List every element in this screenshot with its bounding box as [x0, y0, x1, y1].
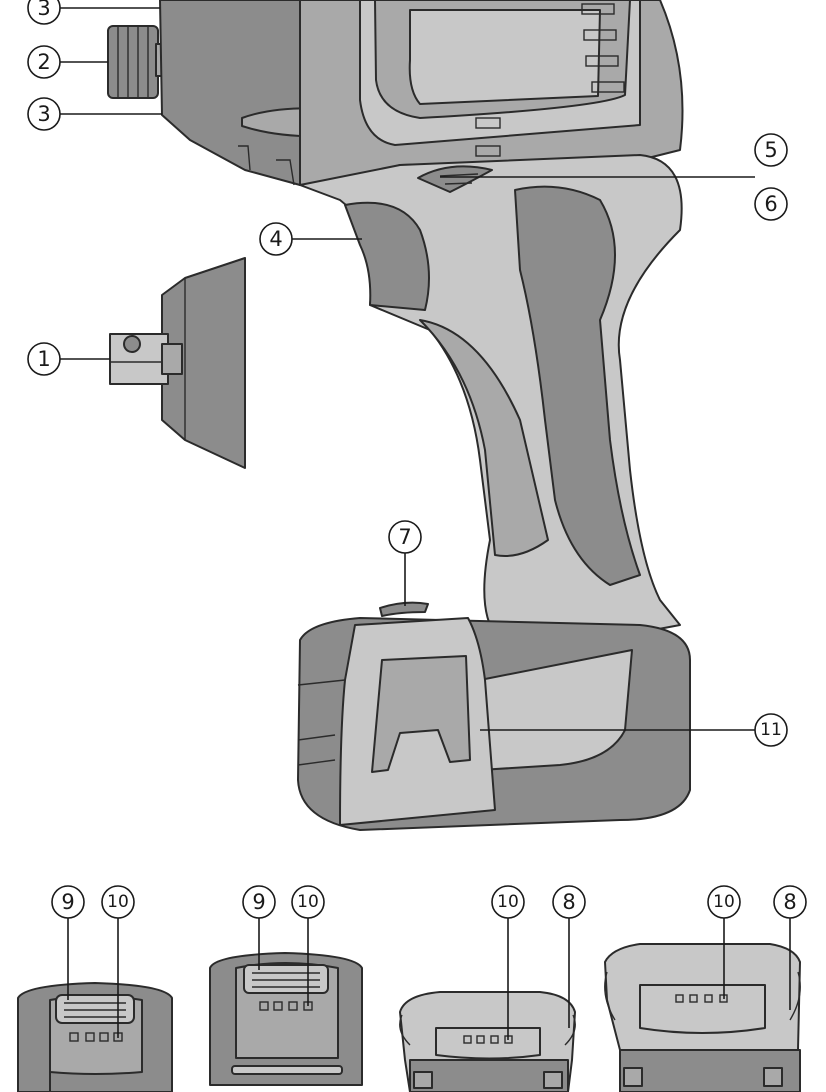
callout-9-battery-2: 9 — [242, 885, 276, 919]
grip-insert — [514, 185, 641, 586]
callout-2: 2 — [27, 45, 61, 79]
callout-3-top: 3 — [27, 0, 61, 25]
square-drive-head — [109, 257, 246, 469]
svg-text:3: 3 — [37, 0, 50, 20]
direction-switch — [417, 165, 493, 193]
cooling-vents — [475, 3, 625, 157]
svg-text:5: 5 — [764, 138, 777, 162]
callout-3-bottom: 3 — [27, 97, 61, 131]
svg-text:10: 10 — [297, 892, 319, 912]
svg-text:10: 10 — [497, 892, 519, 912]
svg-text:8: 8 — [783, 890, 796, 914]
svg-text:9: 9 — [61, 890, 74, 914]
callout-11: 11 — [754, 713, 788, 747]
callout-9-battery-1: 9 — [51, 885, 85, 919]
callout-8-battery-4: 8 — [773, 885, 807, 919]
svg-text:1: 1 — [37, 347, 50, 371]
svg-text:2: 2 — [37, 50, 50, 74]
callout-10-battery-4: 10 — [707, 885, 741, 919]
trigger — [344, 201, 430, 311]
leader-lines — [60, 7, 791, 1040]
callout-8-battery-3: 8 — [552, 885, 586, 919]
callout-10-battery-3: 10 — [491, 885, 525, 919]
callout-1: 1 — [27, 342, 61, 376]
svg-text:6: 6 — [764, 192, 777, 216]
callout-10-battery-2: 10 — [291, 885, 325, 919]
callout-5: 5 — [754, 133, 788, 167]
battery-variant-1 — [17, 982, 173, 1092]
svg-text:10: 10 — [713, 892, 735, 912]
svg-text:9: 9 — [252, 890, 265, 914]
svg-text:11: 11 — [760, 720, 782, 740]
svg-text:3: 3 — [37, 102, 50, 126]
battery-variant-2 — [209, 952, 363, 1086]
callout-10-battery-1: 10 — [101, 885, 135, 919]
battery-release-button — [379, 601, 429, 617]
svg-text:10: 10 — [107, 892, 129, 912]
svg-text:8: 8 — [562, 890, 575, 914]
svg-text:4: 4 — [269, 227, 282, 251]
svg-text:7: 7 — [398, 525, 411, 549]
battery-variant-4 — [604, 943, 801, 1092]
callout-6: 6 — [754, 187, 788, 221]
battery-variant-3 — [399, 991, 576, 1092]
callout-4: 4 — [259, 222, 293, 256]
callout-7: 7 — [388, 520, 422, 554]
impact-wrench-illustration — [107, 0, 691, 831]
